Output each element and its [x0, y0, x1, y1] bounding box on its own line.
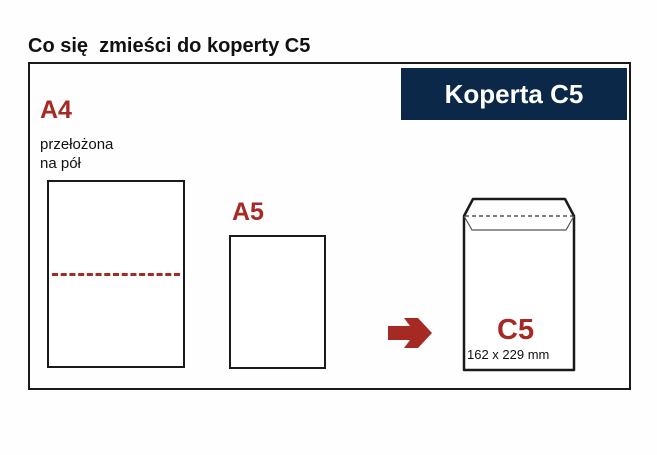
a5-label: A5 [232, 198, 264, 226]
c5-size-label: 162 x 229 mm [467, 347, 550, 362]
a5-sheet-outline [229, 235, 326, 369]
diagram-frame [28, 62, 631, 390]
a4-sublabel-line1: przełożona [40, 136, 114, 153]
c5-envelope-outline [462, 197, 576, 372]
a4-label: A4 [40, 96, 72, 124]
arrow-right-icon [388, 318, 432, 348]
c5-label: C5 [497, 314, 535, 346]
badge-label: Koperta C5 [444, 78, 584, 109]
a4-fold-line [52, 273, 180, 276]
envelope-type-badge: Koperta C5 [401, 68, 627, 120]
page-title: Co się zmieści do koperty C5 [28, 35, 311, 57]
a4-sublabel-line2: na pół [40, 155, 81, 172]
